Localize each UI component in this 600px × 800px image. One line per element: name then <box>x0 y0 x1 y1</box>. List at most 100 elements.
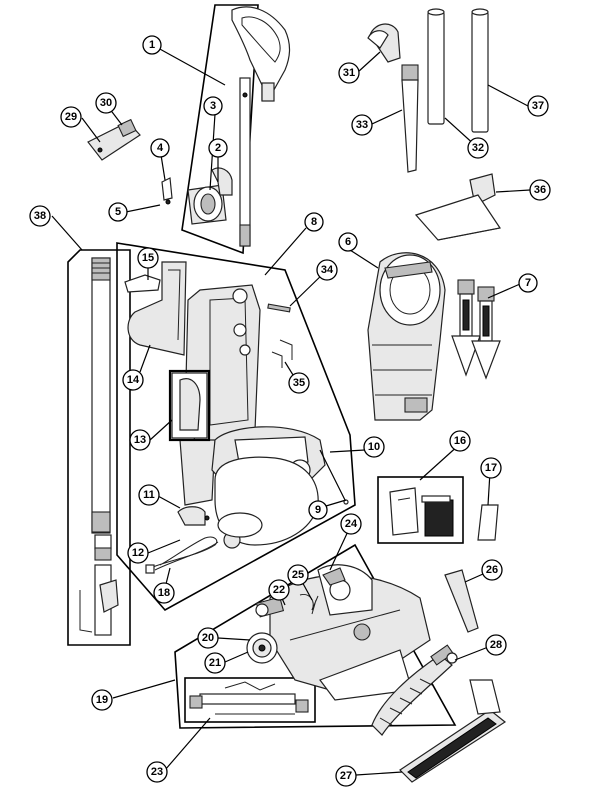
callout-6: 6 <box>338 232 358 252</box>
upholstery-tool <box>414 173 501 241</box>
svg-text:30: 30 <box>100 97 112 109</box>
top-cap <box>124 274 161 293</box>
callout-1: 1 <box>142 35 162 55</box>
nozzle-housing <box>269 564 431 701</box>
svg-text:15: 15 <box>142 252 154 264</box>
callout-17: 17 <box>480 457 502 479</box>
svg-text:26: 26 <box>486 564 498 576</box>
crevice-tool <box>401 64 419 173</box>
rear-wheel <box>246 632 278 664</box>
svg-text:37: 37 <box>532 100 544 112</box>
svg-text:31: 31 <box>343 67 355 79</box>
svg-text:20: 20 <box>202 632 214 644</box>
power-cord <box>145 536 219 574</box>
callout-30: 30 <box>95 92 117 114</box>
svg-text:34: 34 <box>321 264 334 276</box>
cyclone-chamber <box>168 369 211 442</box>
callout-10: 10 <box>363 436 385 458</box>
callout-2: 2 <box>208 138 228 158</box>
hose-pins <box>267 303 293 368</box>
svg-text:5: 5 <box>115 206 121 218</box>
callout-24: 24 <box>340 513 362 535</box>
callout-38: 38 <box>29 205 51 227</box>
callout-28: 28 <box>485 634 507 656</box>
side-panel <box>127 261 187 356</box>
dust-cup <box>367 252 446 421</box>
callout-34: 34 <box>316 259 338 281</box>
filter-kit-frame <box>377 476 464 544</box>
svg-text:33: 33 <box>356 119 368 131</box>
svg-text:13: 13 <box>134 434 146 446</box>
cord-hook <box>87 118 141 161</box>
svg-text:28: 28 <box>490 639 502 651</box>
callout-22: 22 <box>268 579 290 601</box>
handle-assembly-frame <box>181 4 259 255</box>
callout-4: 4 <box>150 138 170 158</box>
svg-text:16: 16 <box>454 435 466 447</box>
handle-bracket <box>187 184 227 225</box>
svg-text:10: 10 <box>368 441 380 453</box>
svg-text:21: 21 <box>209 657 221 669</box>
svg-text:27: 27 <box>340 770 352 782</box>
svg-text:25: 25 <box>292 569 304 581</box>
callout-5: 5 <box>108 202 128 222</box>
callout-18: 18 <box>153 582 175 604</box>
svg-text:8: 8 <box>311 216 317 228</box>
svg-text:22: 22 <box>273 584 285 596</box>
callout-15: 15 <box>137 247 159 269</box>
svg-text:3: 3 <box>210 100 216 112</box>
callout-25: 25 <box>287 564 309 586</box>
rear-axle <box>255 596 285 618</box>
dusting-brush <box>367 23 401 63</box>
callout-11: 11 <box>138 484 160 506</box>
body-assembly-frame <box>116 242 356 612</box>
pad-filter <box>477 504 499 541</box>
wand-tube-a <box>427 8 445 125</box>
callout-7: 7 <box>518 273 538 293</box>
svg-text:14: 14 <box>127 374 140 386</box>
callout-14: 14 <box>122 369 144 391</box>
svg-text:19: 19 <box>96 694 108 706</box>
svg-text:1: 1 <box>149 39 155 51</box>
upper-handle <box>231 6 291 247</box>
callout-16: 16 <box>449 430 471 452</box>
agitator-kit <box>189 681 309 715</box>
extension-wand-frame <box>67 249 131 646</box>
brushroll-kit-frame <box>184 677 316 723</box>
callout-8: 8 <box>304 212 324 232</box>
wand-tube-b <box>471 8 489 133</box>
callout-36: 36 <box>529 179 551 201</box>
svg-text:2: 2 <box>215 142 221 154</box>
svg-text:4: 4 <box>157 142 164 154</box>
callout-32: 32 <box>467 137 489 159</box>
svg-text:11: 11 <box>143 489 155 501</box>
callout-9: 9 <box>308 500 328 520</box>
svg-text:12: 12 <box>132 547 144 559</box>
callout-12: 12 <box>127 542 149 564</box>
callout-3: 3 <box>203 96 223 116</box>
svg-text:32: 32 <box>472 142 484 154</box>
cord-clip <box>177 506 210 526</box>
cyclone-filters <box>451 279 501 380</box>
extension-wand <box>79 257 119 636</box>
handle-latch <box>211 167 233 196</box>
callout-26: 26 <box>481 559 503 581</box>
callout-27: 27 <box>335 765 357 787</box>
svg-text:24: 24 <box>345 518 358 530</box>
callout-29: 29 <box>60 106 82 128</box>
svg-text:6: 6 <box>345 236 351 248</box>
callout-13: 13 <box>129 429 151 451</box>
svg-text:29: 29 <box>65 111 77 123</box>
callout-35: 35 <box>288 372 310 394</box>
motor-housing <box>211 426 326 549</box>
brushroll <box>371 644 458 736</box>
baseplate <box>399 679 507 783</box>
callout-37: 37 <box>527 95 549 117</box>
callout-23: 23 <box>146 761 168 783</box>
callout-33: 33 <box>351 114 373 136</box>
dust-cup-latch <box>319 449 349 505</box>
svg-text:38: 38 <box>34 210 46 222</box>
svg-text:36: 36 <box>534 184 546 196</box>
